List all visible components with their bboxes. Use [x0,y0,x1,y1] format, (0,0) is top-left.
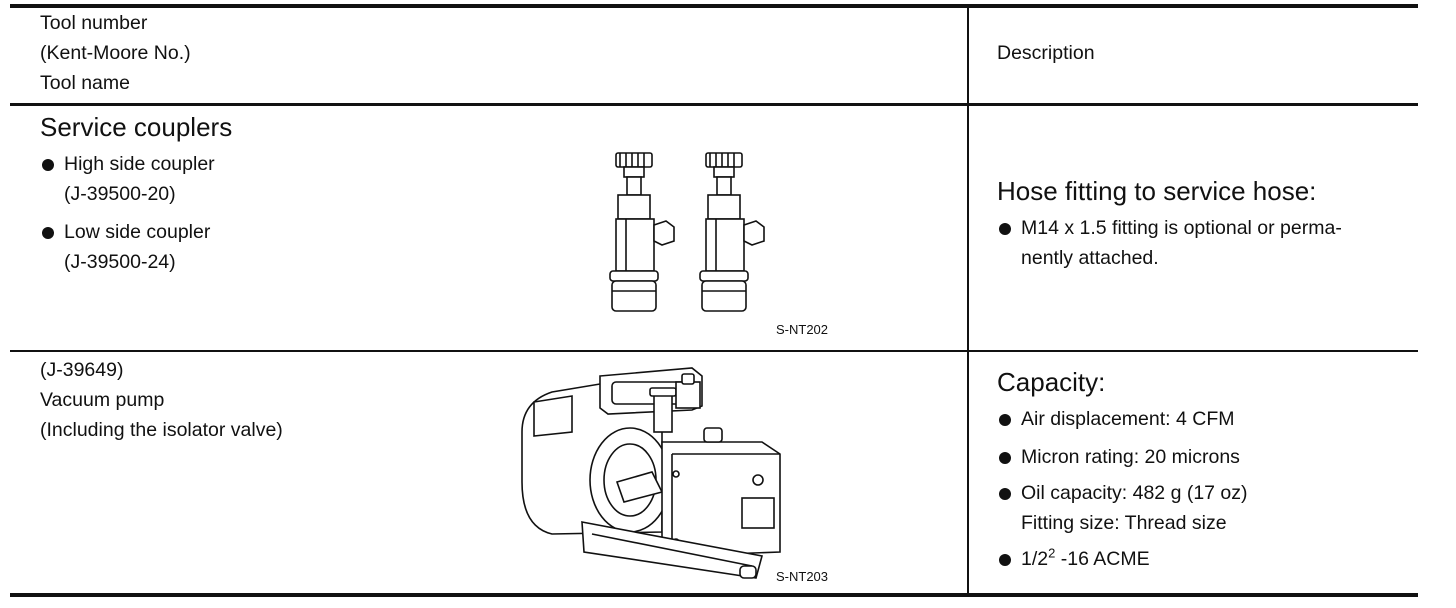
service-couplers-title: Service couplers [40,112,233,142]
header-bottom-border [10,103,1418,106]
bullet-icon [999,414,1011,426]
coupler-icon [609,152,675,312]
header-tool-name: Tool name [40,72,130,94]
bullet-icon [999,488,1011,500]
header-tool-number: Tool number [40,12,148,34]
row-service-couplers-tool: Service couplers High side coupler (J-39… [40,111,460,277]
bullet-icon [999,554,1011,566]
list-item: Low side coupler (J-39500-24) [40,217,460,277]
thread-superscript: 2 [1048,545,1056,561]
table-top-border [10,4,1418,8]
fitting-line-2: nently attached. [1021,247,1159,269]
bullet-icon [999,452,1011,464]
list-item: 1/22 -16 ACME [997,544,1407,574]
header-tool-column: Tool number (Kent-Moore No.) Tool name [40,8,191,98]
fitting-line-1: M14 x 1.5 fitting is optional or perma- [1021,217,1342,239]
figure-code: S-NT202 [776,322,829,337]
list-item: Oil capacity: 482 g (17 oz) Fitting size… [997,478,1407,538]
service-couplers-illustration [609,152,765,312]
thread-tail: -16 ACME [1055,548,1150,570]
header-description: Description [997,42,1095,64]
header-kent-moore: (Kent-Moore No.) [40,42,191,64]
row-vacuum-pump-tool: (J-39649) Vacuum pump (Including the iso… [40,355,283,445]
high-side-coupler-label: High side coupler [64,153,215,175]
row-vacuum-pump-description: Capacity: Air displacement: 4 CFM Micron… [997,366,1407,574]
vacuum-pump-illustration [521,367,781,579]
figure-code: S-NT203 [776,569,829,584]
micron-rating: Micron rating: 20 microns [1021,446,1240,468]
list-item: High side coupler (J-39500-20) [40,149,460,209]
row-divider [10,350,1418,352]
high-side-coupler-number: (J-39500-20) [64,183,176,205]
thread-base: 1/2 [1021,548,1049,570]
vacuum-pump-note: (Including the isolator valve) [40,419,283,441]
low-side-coupler-number: (J-39500-24) [64,251,176,273]
list-item: Micron rating: 20 microns [997,442,1407,472]
list-item: M14 x 1.5 fitting is optional or perma- … [997,213,1407,273]
bullet-icon [42,159,54,171]
air-displacement: Air displacement: 4 CFM [1021,408,1235,430]
thread-size: 1/22 -16 ACME [1021,544,1150,574]
vacuum-pump-name: Vacuum pump [40,389,165,411]
oil-capacity: Oil capacity: 482 g (17 oz) [1021,482,1248,504]
column-divider [967,4,969,597]
capacity-title: Capacity: [997,367,1106,397]
bullet-icon [999,223,1011,235]
vacuum-pump-number: (J-39649) [40,359,124,381]
low-side-coupler-label: Low side coupler [64,221,211,243]
bullet-icon [42,227,54,239]
fitting-size: Fitting size: Thread size [1021,512,1227,534]
list-item: Air displacement: 4 CFM [997,404,1407,434]
table-bottom-border [10,593,1418,597]
hose-fitting-title: Hose fitting to service hose: [997,176,1317,206]
row-service-couplers-description: Hose fitting to service hose: M14 x 1.5 … [997,175,1407,273]
coupler-icon [699,152,765,312]
